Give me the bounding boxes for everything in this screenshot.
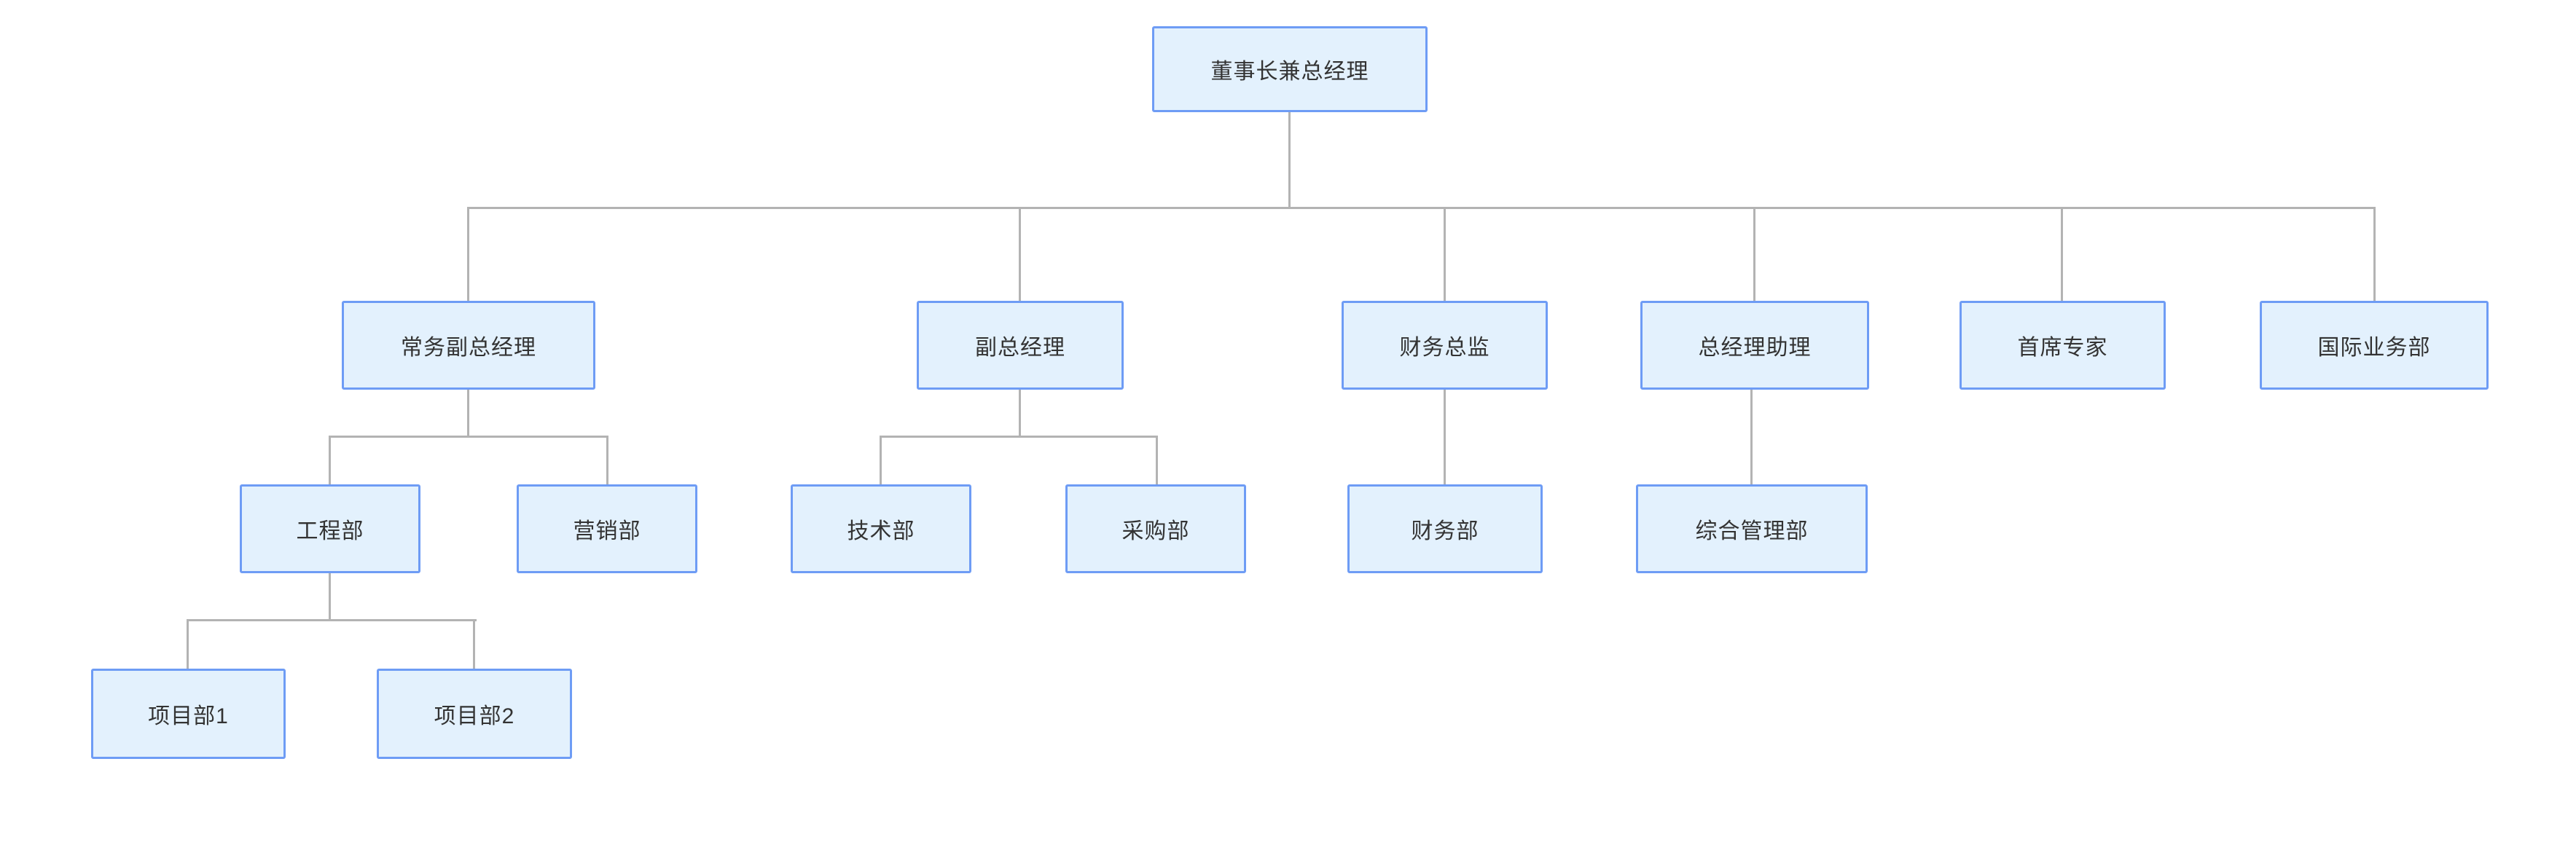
org-node-procurement-dept[interactable]: 采购部: [1065, 484, 1246, 573]
connector-drop-procurement-dept: [1156, 436, 1158, 484]
connector-drop-gm-assistant: [1753, 207, 1755, 301]
connector-drop-project-dept-2: [473, 619, 475, 669]
org-node-deputy-gm[interactable]: 副总经理: [917, 301, 1124, 390]
connector-finance-director-finance-dept: [1444, 390, 1446, 484]
connector-drop-chief-expert: [2061, 207, 2063, 301]
connector-stem-exec-deputy-gm: [467, 390, 469, 438]
org-node-exec-deputy-gm[interactable]: 常务副总经理: [342, 301, 595, 390]
org-node-general-mgmt-dept[interactable]: 综合管理部: [1636, 484, 1868, 573]
org-node-finance-dept[interactable]: 财务部: [1347, 484, 1543, 573]
org-node-finance-director[interactable]: 财务总监: [1342, 301, 1548, 390]
connector-drop-marketing-dept: [606, 436, 608, 484]
connector-rail-engineering-dept: [187, 619, 477, 621]
connector-drop-deputy-gm: [1019, 207, 1021, 301]
connector-gm-assistant-general-mgmt-dept: [1750, 390, 1753, 484]
org-node-marketing-dept[interactable]: 营销部: [517, 484, 697, 573]
connector-stem-deputy-gm: [1019, 390, 1021, 438]
connector-drop-finance-director: [1444, 207, 1446, 301]
connector-drop-project-dept-1: [187, 619, 189, 669]
org-node-technology-dept[interactable]: 技术部: [791, 484, 971, 573]
connector-stem-engineering-dept: [329, 573, 331, 621]
connector-drop-technology-dept: [880, 436, 882, 484]
connector-level2-rail: [467, 207, 2376, 209]
connector-root-stem: [1288, 112, 1291, 208]
connector-drop-intl-business-dept: [2373, 207, 2376, 301]
org-node-project-dept-1[interactable]: 项目部1: [91, 669, 286, 759]
org-node-project-dept-2[interactable]: 项目部2: [377, 669, 572, 759]
org-node-gm-assistant[interactable]: 总经理助理: [1640, 301, 1869, 390]
connector-rail-exec-deputy-gm: [329, 436, 608, 438]
org-node-chairman-gm[interactable]: 董事长兼总经理: [1152, 26, 1428, 112]
org-node-chief-expert[interactable]: 首席专家: [1960, 301, 2166, 390]
org-node-engineering-dept[interactable]: 工程部: [240, 484, 420, 573]
connector-drop-engineering-dept: [329, 436, 331, 484]
connector-drop-exec-deputy-gm: [467, 207, 469, 301]
org-node-intl-business-dept[interactable]: 国际业务部: [2260, 301, 2489, 390]
connector-rail-deputy-gm: [880, 436, 1158, 438]
